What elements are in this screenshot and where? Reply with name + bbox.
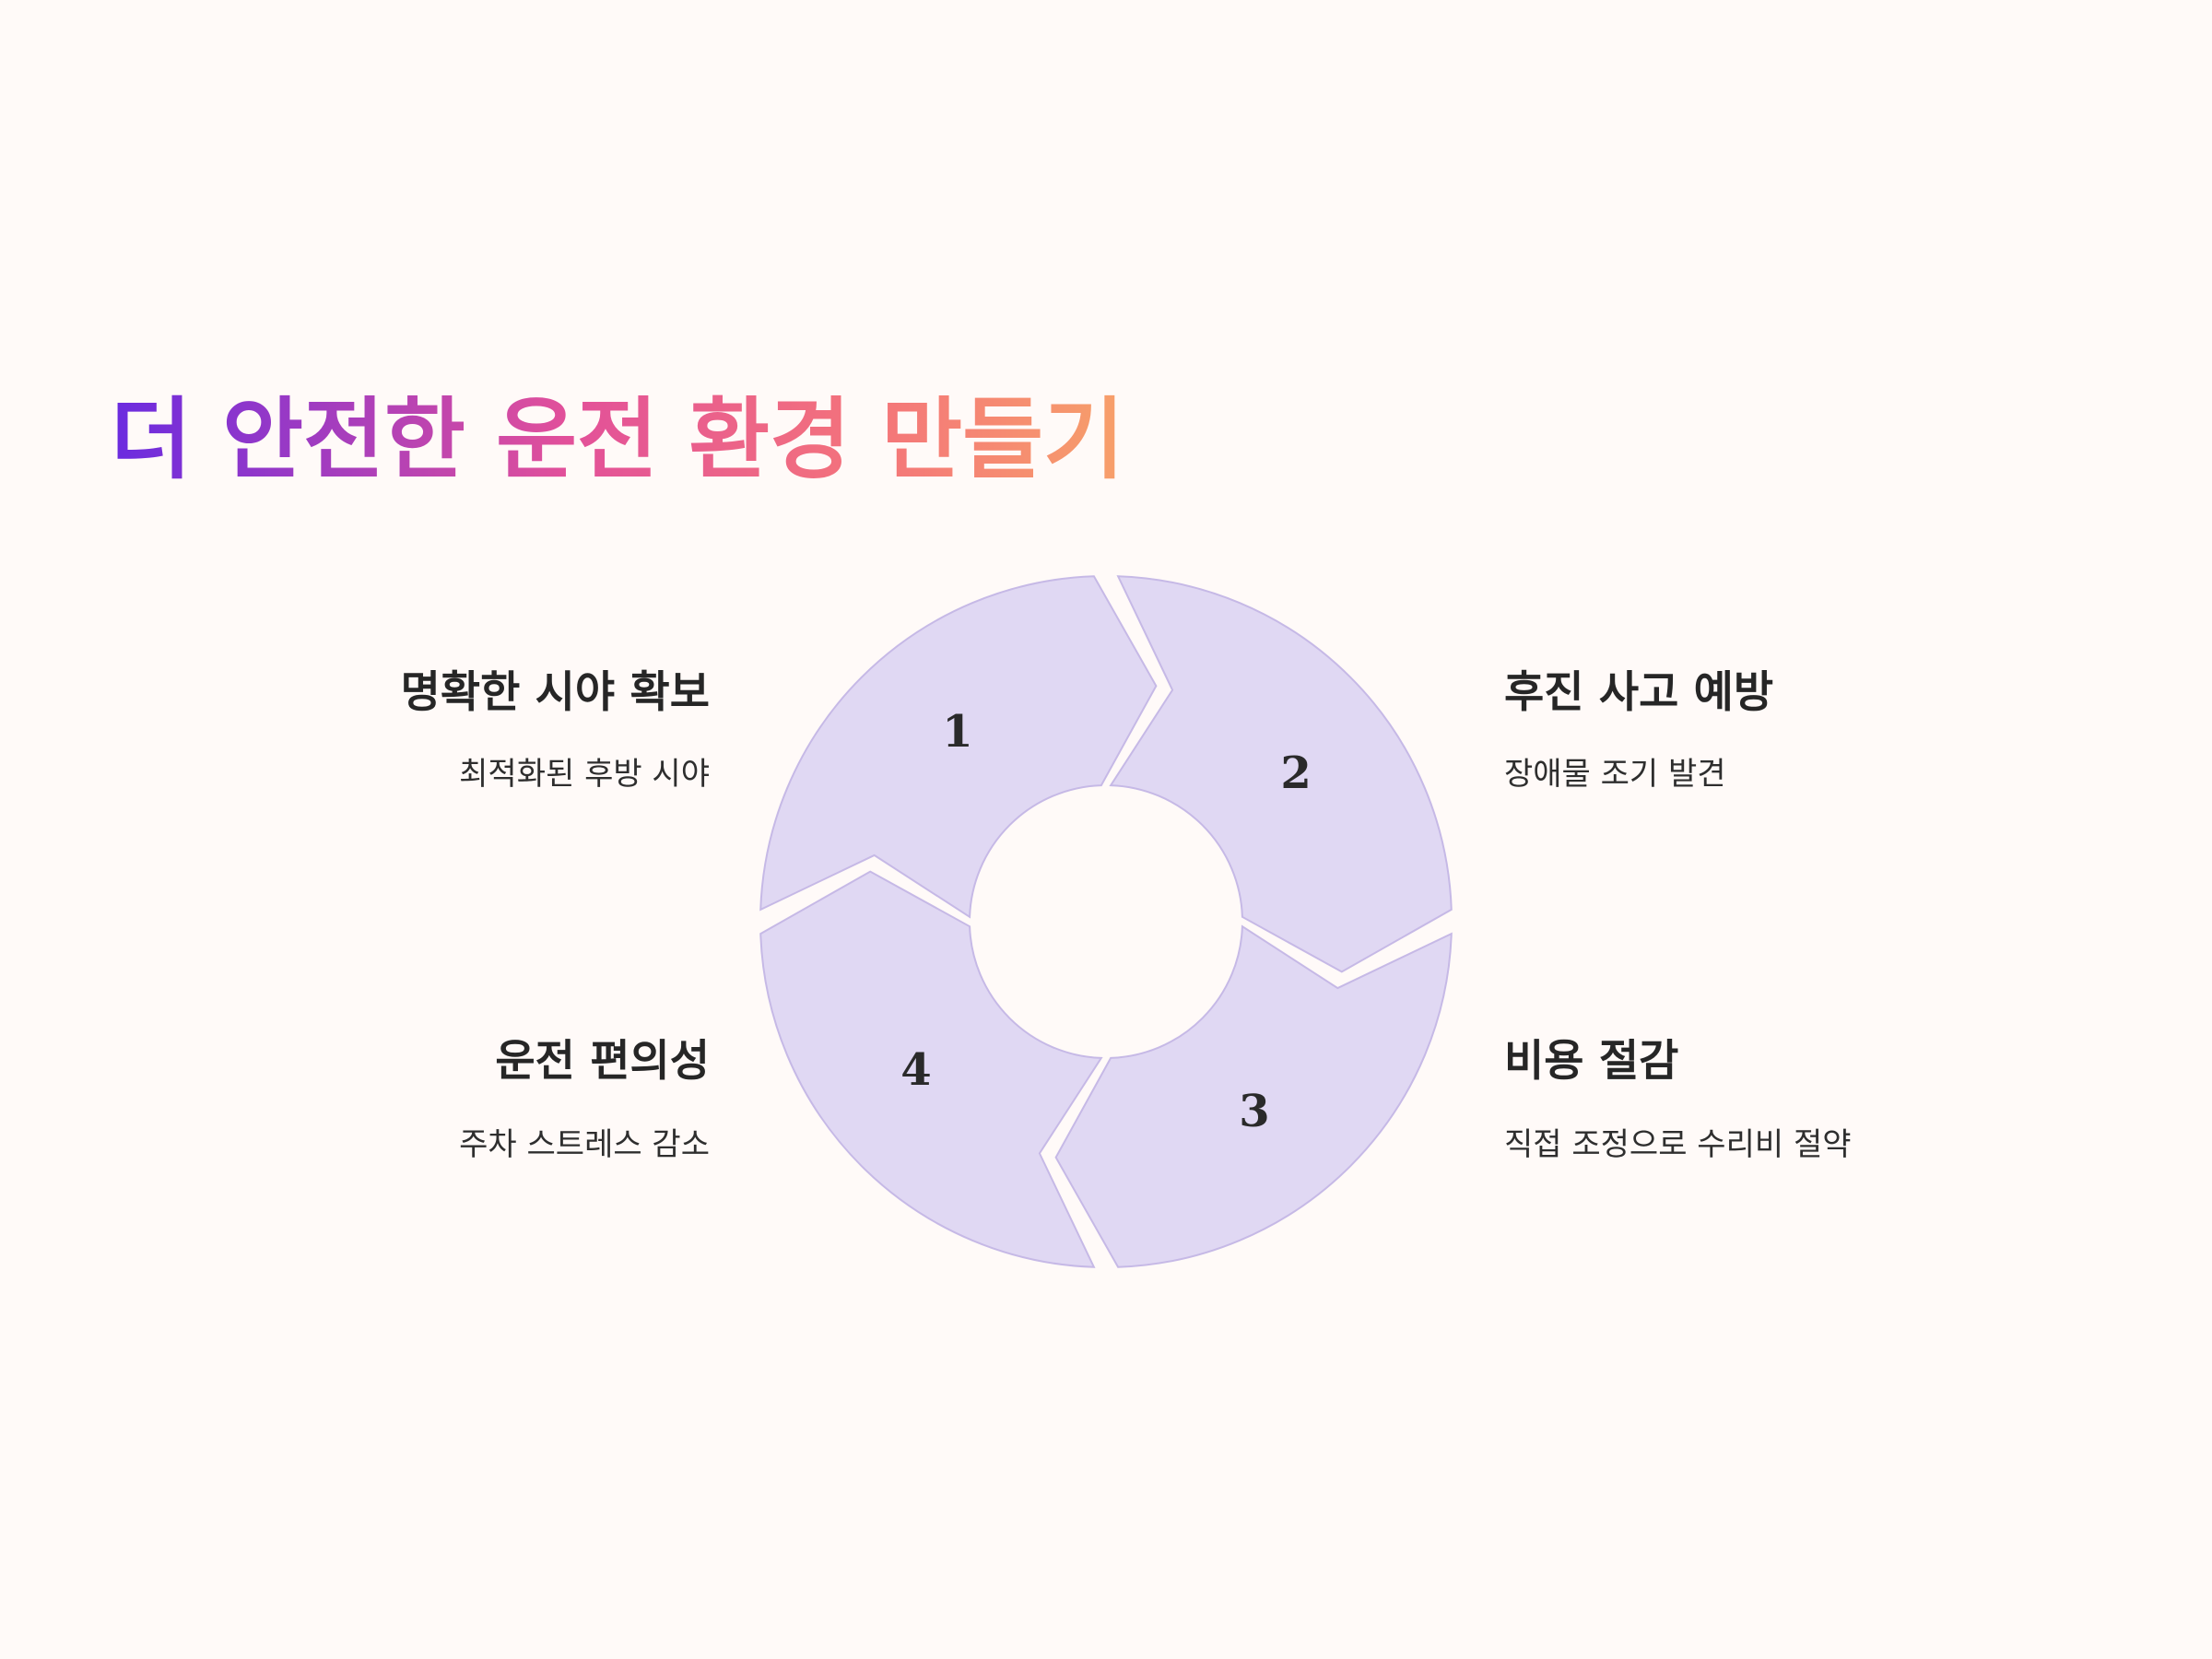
page-title-text: 더 안전한 운전 환경 만들기 bbox=[111, 388, 1124, 491]
item-3-heading: 비용 절감 bbox=[1504, 1036, 1679, 1087]
item-4-description: 주차 스트레스 감소 bbox=[459, 1126, 710, 1163]
cycle-segment-3 bbox=[1054, 924, 1453, 1268]
item-2-description: 장애물 조기 발견 bbox=[1504, 756, 1726, 793]
item-1-description: 최적화된 후방 시야 bbox=[459, 756, 710, 793]
cycle-number-2: 2 bbox=[1280, 747, 1311, 799]
item-4-heading: 운전 편의성 bbox=[495, 1036, 710, 1087]
cycle-number-1: 1 bbox=[942, 706, 972, 758]
cycle-number-3: 3 bbox=[1239, 1086, 1269, 1137]
cycle-segment-1 bbox=[759, 575, 1158, 919]
item-2-heading: 후진 사고 예방 bbox=[1504, 667, 1774, 718]
cycle-segment-2 bbox=[1109, 575, 1453, 973]
cycle-number-4: 4 bbox=[900, 1044, 931, 1096]
item-3-description: 직접 조정으로 수리비 절약 bbox=[1504, 1126, 1852, 1163]
item-1-heading: 명확한 시야 확보 bbox=[400, 667, 710, 718]
cycle-segment-4 bbox=[759, 870, 1103, 1268]
page-title: 더 안전한 운전 환경 만들기 bbox=[111, 388, 1124, 491]
